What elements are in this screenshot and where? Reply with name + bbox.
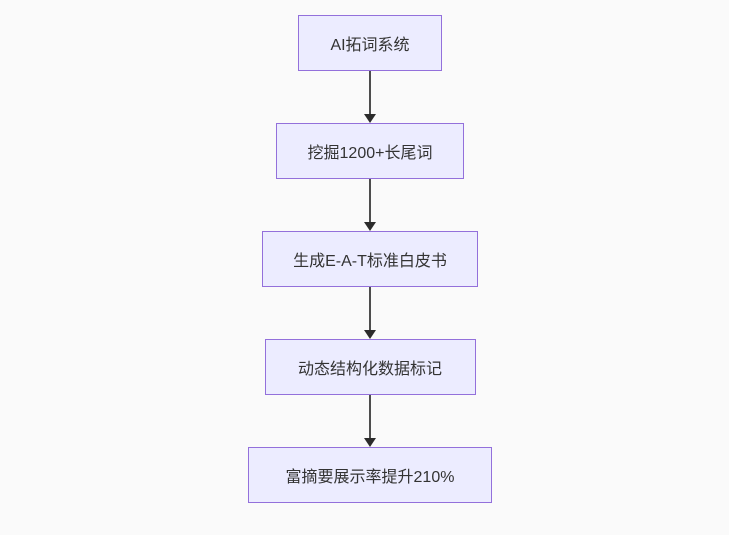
node-label: 动态结构化数据标记 <box>297 361 442 378</box>
node-label: 挖掘1200+长尾词 <box>307 145 433 162</box>
flow-arrow-3 <box>360 287 380 339</box>
arrow-head-icon <box>364 438 376 447</box>
flowchart: AI拓词系统 挖掘1200+长尾词 生成E-A-T标准白皮书 动态结构化数据标记 <box>248 15 492 503</box>
arrow-line <box>369 395 371 438</box>
arrow-line <box>369 71 371 114</box>
flow-arrow-2 <box>360 179 380 231</box>
flowchart-node-3: 生成E-A-T标准白皮书 <box>262 231 478 287</box>
flowchart-node-1: AI拓词系统 <box>298 15 442 71</box>
arrow-line <box>369 179 371 222</box>
flow-arrow-1 <box>360 71 380 123</box>
flowchart-node-4: 动态结构化数据标记 <box>264 339 476 395</box>
flow-arrow-4 <box>360 395 380 447</box>
arrow-head-icon <box>364 330 376 339</box>
node-label: AI拓词系统 <box>330 37 410 54</box>
arrow-head-icon <box>364 222 376 231</box>
arrow-head-icon <box>364 114 376 123</box>
flowchart-node-5: 富摘要展示率提升210% <box>248 447 492 503</box>
node-label: 生成E-A-T标准白皮书 <box>293 253 447 270</box>
flowchart-node-2: 挖掘1200+长尾词 <box>276 123 464 179</box>
node-label: 富摘要展示率提升210% <box>285 469 455 486</box>
arrow-line <box>369 287 371 330</box>
